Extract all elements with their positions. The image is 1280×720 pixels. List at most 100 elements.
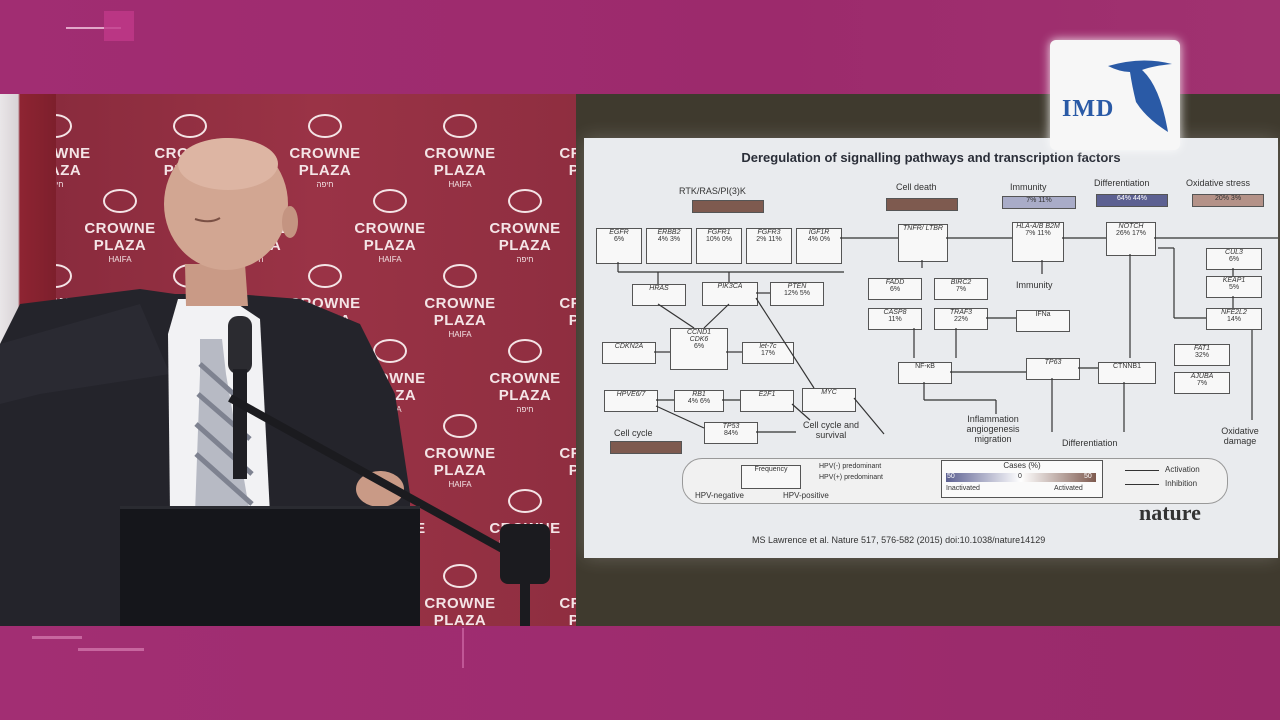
projected-slide-video: Deregulation of signalling pathways and … bbox=[576, 94, 1280, 626]
differentiation-bar: 64% 44% bbox=[1096, 194, 1168, 207]
crowne-plaza-emblem-icon bbox=[103, 189, 137, 213]
imd-logo-text: IMD bbox=[1062, 96, 1115, 122]
crowne-plaza-city: HAIFA bbox=[448, 330, 472, 339]
diagram-legend: Frequency HPV(-) predominant HPV(+) pred… bbox=[682, 458, 1228, 504]
crowne-plaza-emblem-icon bbox=[443, 264, 477, 288]
crowne-plaza-emblem-icon bbox=[173, 114, 207, 138]
crowne-plaza-emblem-icon bbox=[508, 489, 542, 513]
gene-nfkb: NF-κB bbox=[898, 362, 952, 384]
crowne-plaza-wordmark: CROWNE PLAZA bbox=[84, 220, 156, 254]
crowne-plaza-wordmark: CROWNE PLAZA bbox=[424, 145, 496, 179]
gene-myc: MYC bbox=[802, 388, 856, 412]
bird-icon bbox=[1108, 60, 1172, 132]
output-inflammation: Inflammation angiogenesis migration bbox=[966, 414, 1020, 444]
section-oxidative-stress: Oxidative stress bbox=[1186, 178, 1251, 188]
decorative-line bbox=[32, 636, 82, 639]
output-differentiation: Differentiation bbox=[1062, 438, 1118, 448]
legend-hpv-positive: HPV-positive bbox=[783, 491, 829, 500]
crowne-plaza-wordmark: CROWNE PLAZA bbox=[354, 220, 426, 254]
crowne-plaza-wordmark: CROWNE PLAZA bbox=[559, 145, 576, 179]
legend-activation: Activation bbox=[1165, 465, 1200, 474]
crowne-plaza-wordmark: CROWNE PLAZA bbox=[559, 445, 576, 479]
crowne-plaza-city: HAIFA bbox=[108, 255, 132, 264]
crowne-plaza-emblem-icon bbox=[373, 339, 407, 363]
decorative-line bbox=[66, 27, 121, 29]
gene-ctnnb1: CTNNB1 bbox=[1098, 362, 1156, 384]
gene-hpve67: HPVE6/7 bbox=[604, 390, 658, 412]
output-oxidative-damage: Oxidative damage bbox=[1221, 426, 1259, 446]
crowne-plaza-city: HAIFA bbox=[448, 480, 472, 489]
crowne-plaza-emblem-icon bbox=[443, 114, 477, 138]
bottom-frame-band bbox=[0, 626, 1280, 720]
section-cell-cycle: Cell cycle bbox=[614, 428, 653, 438]
gene-tnfr: TNFR/ LTBR bbox=[898, 224, 948, 262]
decorative-square bbox=[104, 11, 134, 41]
crowne-plaza-emblem-icon bbox=[308, 114, 342, 138]
slide-title: Deregulation of signalling pathways and … bbox=[741, 150, 1121, 165]
crowne-plaza-emblem-icon bbox=[443, 414, 477, 438]
output-cell-cycle-survival: Cell cycle and survival bbox=[802, 420, 860, 440]
crowne-plaza-wordmark: CROWNE PLAZA bbox=[489, 220, 561, 254]
gene-e2f1: E2F1 bbox=[740, 390, 794, 412]
crowne-plaza-wordmark: CROWNE PLAZA bbox=[289, 145, 361, 179]
imd-logo: IMD bbox=[1050, 40, 1180, 150]
crowne-plaza-emblem-icon bbox=[443, 564, 477, 588]
immunity-bar: 7% 11% bbox=[1002, 196, 1076, 209]
section-rtk: RTK/RAS/PI(3)K bbox=[679, 186, 746, 196]
crowne-plaza-city: חיפה bbox=[316, 180, 334, 189]
crowne-plaza-emblem-icon bbox=[373, 189, 407, 213]
legend-cases-scale: Cases (%) 50 0 50 Inactivated Activated bbox=[941, 460, 1103, 498]
crowne-plaza-city: חיפה bbox=[516, 405, 534, 414]
crowne-plaza-wordmark: CROWNE PLAZA bbox=[559, 295, 576, 329]
frequency-bar bbox=[886, 198, 958, 211]
gene-cdkn2a: CDKN2A bbox=[602, 342, 656, 364]
laptop-podium bbox=[120, 506, 420, 626]
crowne-plaza-city: HAIFA bbox=[448, 180, 472, 189]
legend-hpv-negative: HPV-negative bbox=[695, 491, 744, 500]
gene-hras: HRAS bbox=[632, 284, 686, 306]
citation: MS Lawrence et al. Nature 517, 576-582 (… bbox=[752, 535, 1046, 545]
crowne-plaza-city: חיפה bbox=[516, 255, 534, 264]
microphone-stand-pole bbox=[520, 554, 530, 626]
immunity-label: Immunity bbox=[1016, 280, 1053, 290]
section-differentiation: Differentiation bbox=[1094, 178, 1150, 188]
pathway-arrows bbox=[617, 237, 1278, 435]
gene-pik3ca: PIK3CA bbox=[702, 282, 758, 306]
gene-tp63: TP63 bbox=[1026, 358, 1080, 380]
slide: Deregulation of signalling pathways and … bbox=[584, 138, 1278, 558]
journal-logo: nature bbox=[1139, 500, 1201, 525]
legend-hpv-neg-predominant: HPV(-) predominant bbox=[819, 463, 882, 470]
frequency-bar bbox=[692, 200, 764, 213]
section-cell-death: Cell death bbox=[896, 182, 937, 192]
crowne-plaza-emblem-icon bbox=[308, 264, 342, 288]
decorative-line bbox=[78, 648, 144, 651]
crowne-plaza-wordmark: CROWNE PLAZA bbox=[424, 295, 496, 329]
crowne-plaza-wordmark: CROWNE PLAZA bbox=[424, 445, 496, 479]
